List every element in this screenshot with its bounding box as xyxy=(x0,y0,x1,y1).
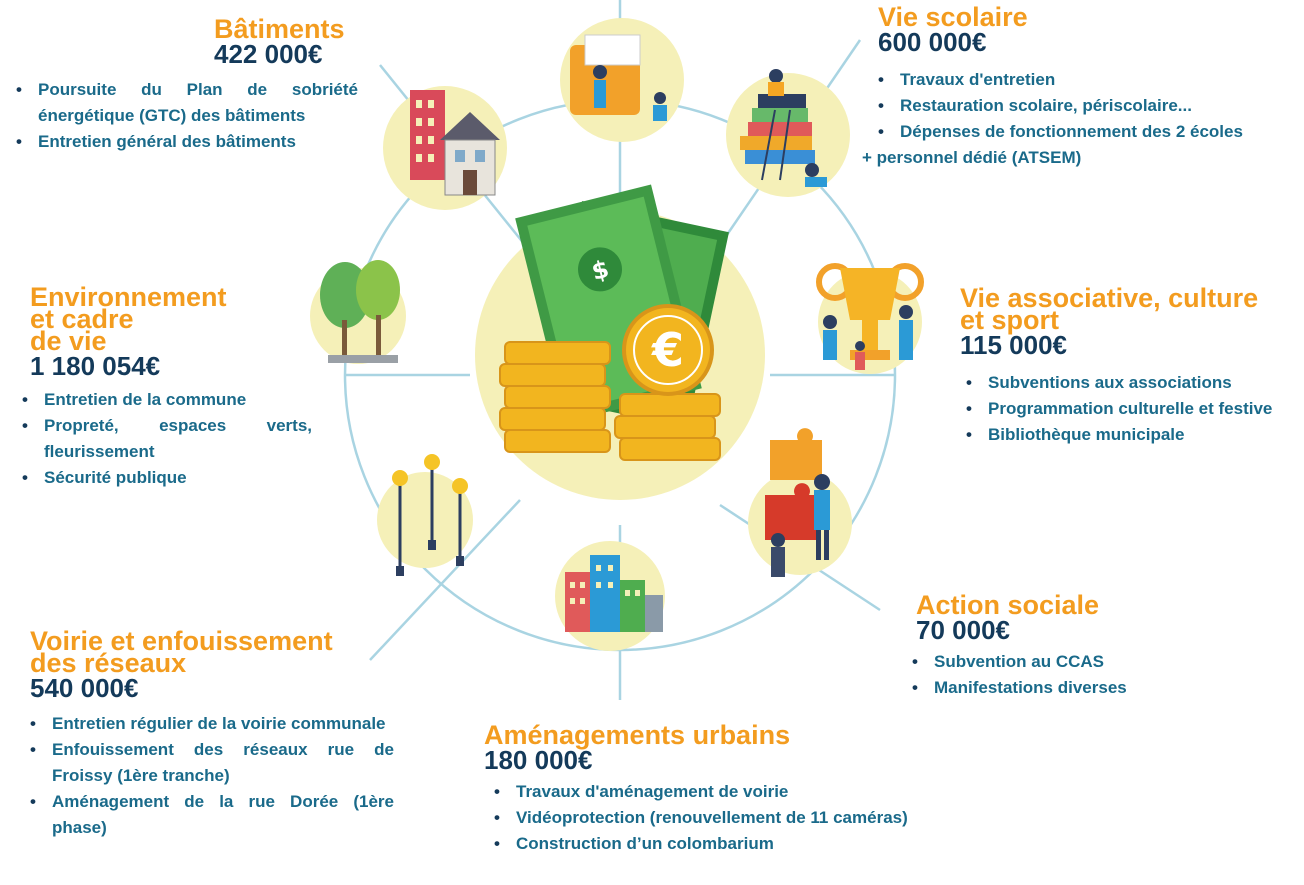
buildings-icon xyxy=(383,86,507,210)
list-item: Manifestations diverses xyxy=(904,675,1236,701)
streetlights-icon xyxy=(377,454,473,576)
category-title: Bâtiments xyxy=(214,14,345,44)
list-item: Subvention au CCAS xyxy=(904,649,1236,675)
category-amount: 422 000€ xyxy=(214,39,323,69)
category-vie-scolaire: Vie scolaire 600 000€ Travaux d'entretie… xyxy=(862,2,1302,171)
list-item: Travaux d'aménagement de voirie xyxy=(486,779,1004,805)
category-title: Environnement et cadre de vie xyxy=(30,282,227,356)
category-voirie: Voirie et enfouissement des réseaux 540 … xyxy=(14,626,394,841)
list-item: Restauration scolaire, périscolaire... xyxy=(870,93,1302,119)
books-students-icon xyxy=(726,69,850,197)
list-item: Dépenses de fonctionnement des 2 écoles xyxy=(870,119,1302,145)
category-amount: 180 000€ xyxy=(484,745,593,775)
list-item: Entretien régulier de la voirie communal… xyxy=(22,711,394,737)
category-title: Vie scolaire xyxy=(878,2,1028,32)
category-title: Action sociale xyxy=(916,590,1100,620)
list-item: Subventions aux associations xyxy=(958,370,1290,396)
euro-symbol: € xyxy=(651,323,684,377)
category-amount: 540 000€ xyxy=(30,673,139,703)
trees-icon xyxy=(310,260,406,364)
puzzle-people-icon xyxy=(748,428,852,577)
category-amount: 115 000€ xyxy=(960,330,1068,360)
category-environnement: Environnement et cadre de vie 1 180 054€… xyxy=(14,282,312,492)
list-item: Poursuite du Plan de sobriété énergétiqu… xyxy=(8,77,358,129)
category-amenagements: Aménagements urbains 180 000€ Travaux d'… xyxy=(484,720,1004,858)
category-vie-associative: Vie associative, culture et sport 115 00… xyxy=(958,283,1290,449)
list-item: Propreté, espaces verts, fleurissement xyxy=(14,413,312,465)
list-item: Aménagement de la rue Dorée (1ère phase) xyxy=(22,789,394,841)
list-item: Sécurité publique xyxy=(14,465,312,491)
list-item: Entretien de la commune xyxy=(14,387,312,413)
category-amount: 1 180 054€ xyxy=(30,351,161,381)
category-amount: 600 000€ xyxy=(878,27,987,57)
list-item: Programmation culturelle et festive xyxy=(958,396,1290,422)
category-title: Aménagements urbains xyxy=(484,720,791,750)
list-item: Travaux d'entretien xyxy=(870,67,1302,93)
category-title: Voirie et enfouissement des réseaux xyxy=(30,626,333,678)
category-batiments: Bâtiments 422 000€ Poursuite du Plan de … xyxy=(8,14,358,156)
office-people-icon xyxy=(560,18,684,142)
category-extra: + personnel dédié (ATSEM) xyxy=(862,148,1082,167)
trophy-team-icon xyxy=(816,263,924,374)
category-action-sociale: Action sociale 70 000€ Subvention au CCA… xyxy=(912,590,1236,702)
list-item: Construction d’un colombarium xyxy=(486,831,1004,857)
money-coins-icon: $ € xyxy=(499,184,729,461)
list-item: Entretien général des bâtiments xyxy=(8,129,358,155)
svg-text:$: $ xyxy=(589,255,612,286)
list-item: Enfouissement des réseaux rue de Froissy… xyxy=(22,737,394,789)
list-item: Bibliothèque municipale xyxy=(958,422,1290,448)
category-title: Vie associative, culture et sport xyxy=(960,283,1259,335)
city-icon xyxy=(555,541,665,651)
list-item: Vidéoprotection (renouvellement de 11 ca… xyxy=(486,805,1004,831)
category-amount: 70 000€ xyxy=(916,615,1010,645)
